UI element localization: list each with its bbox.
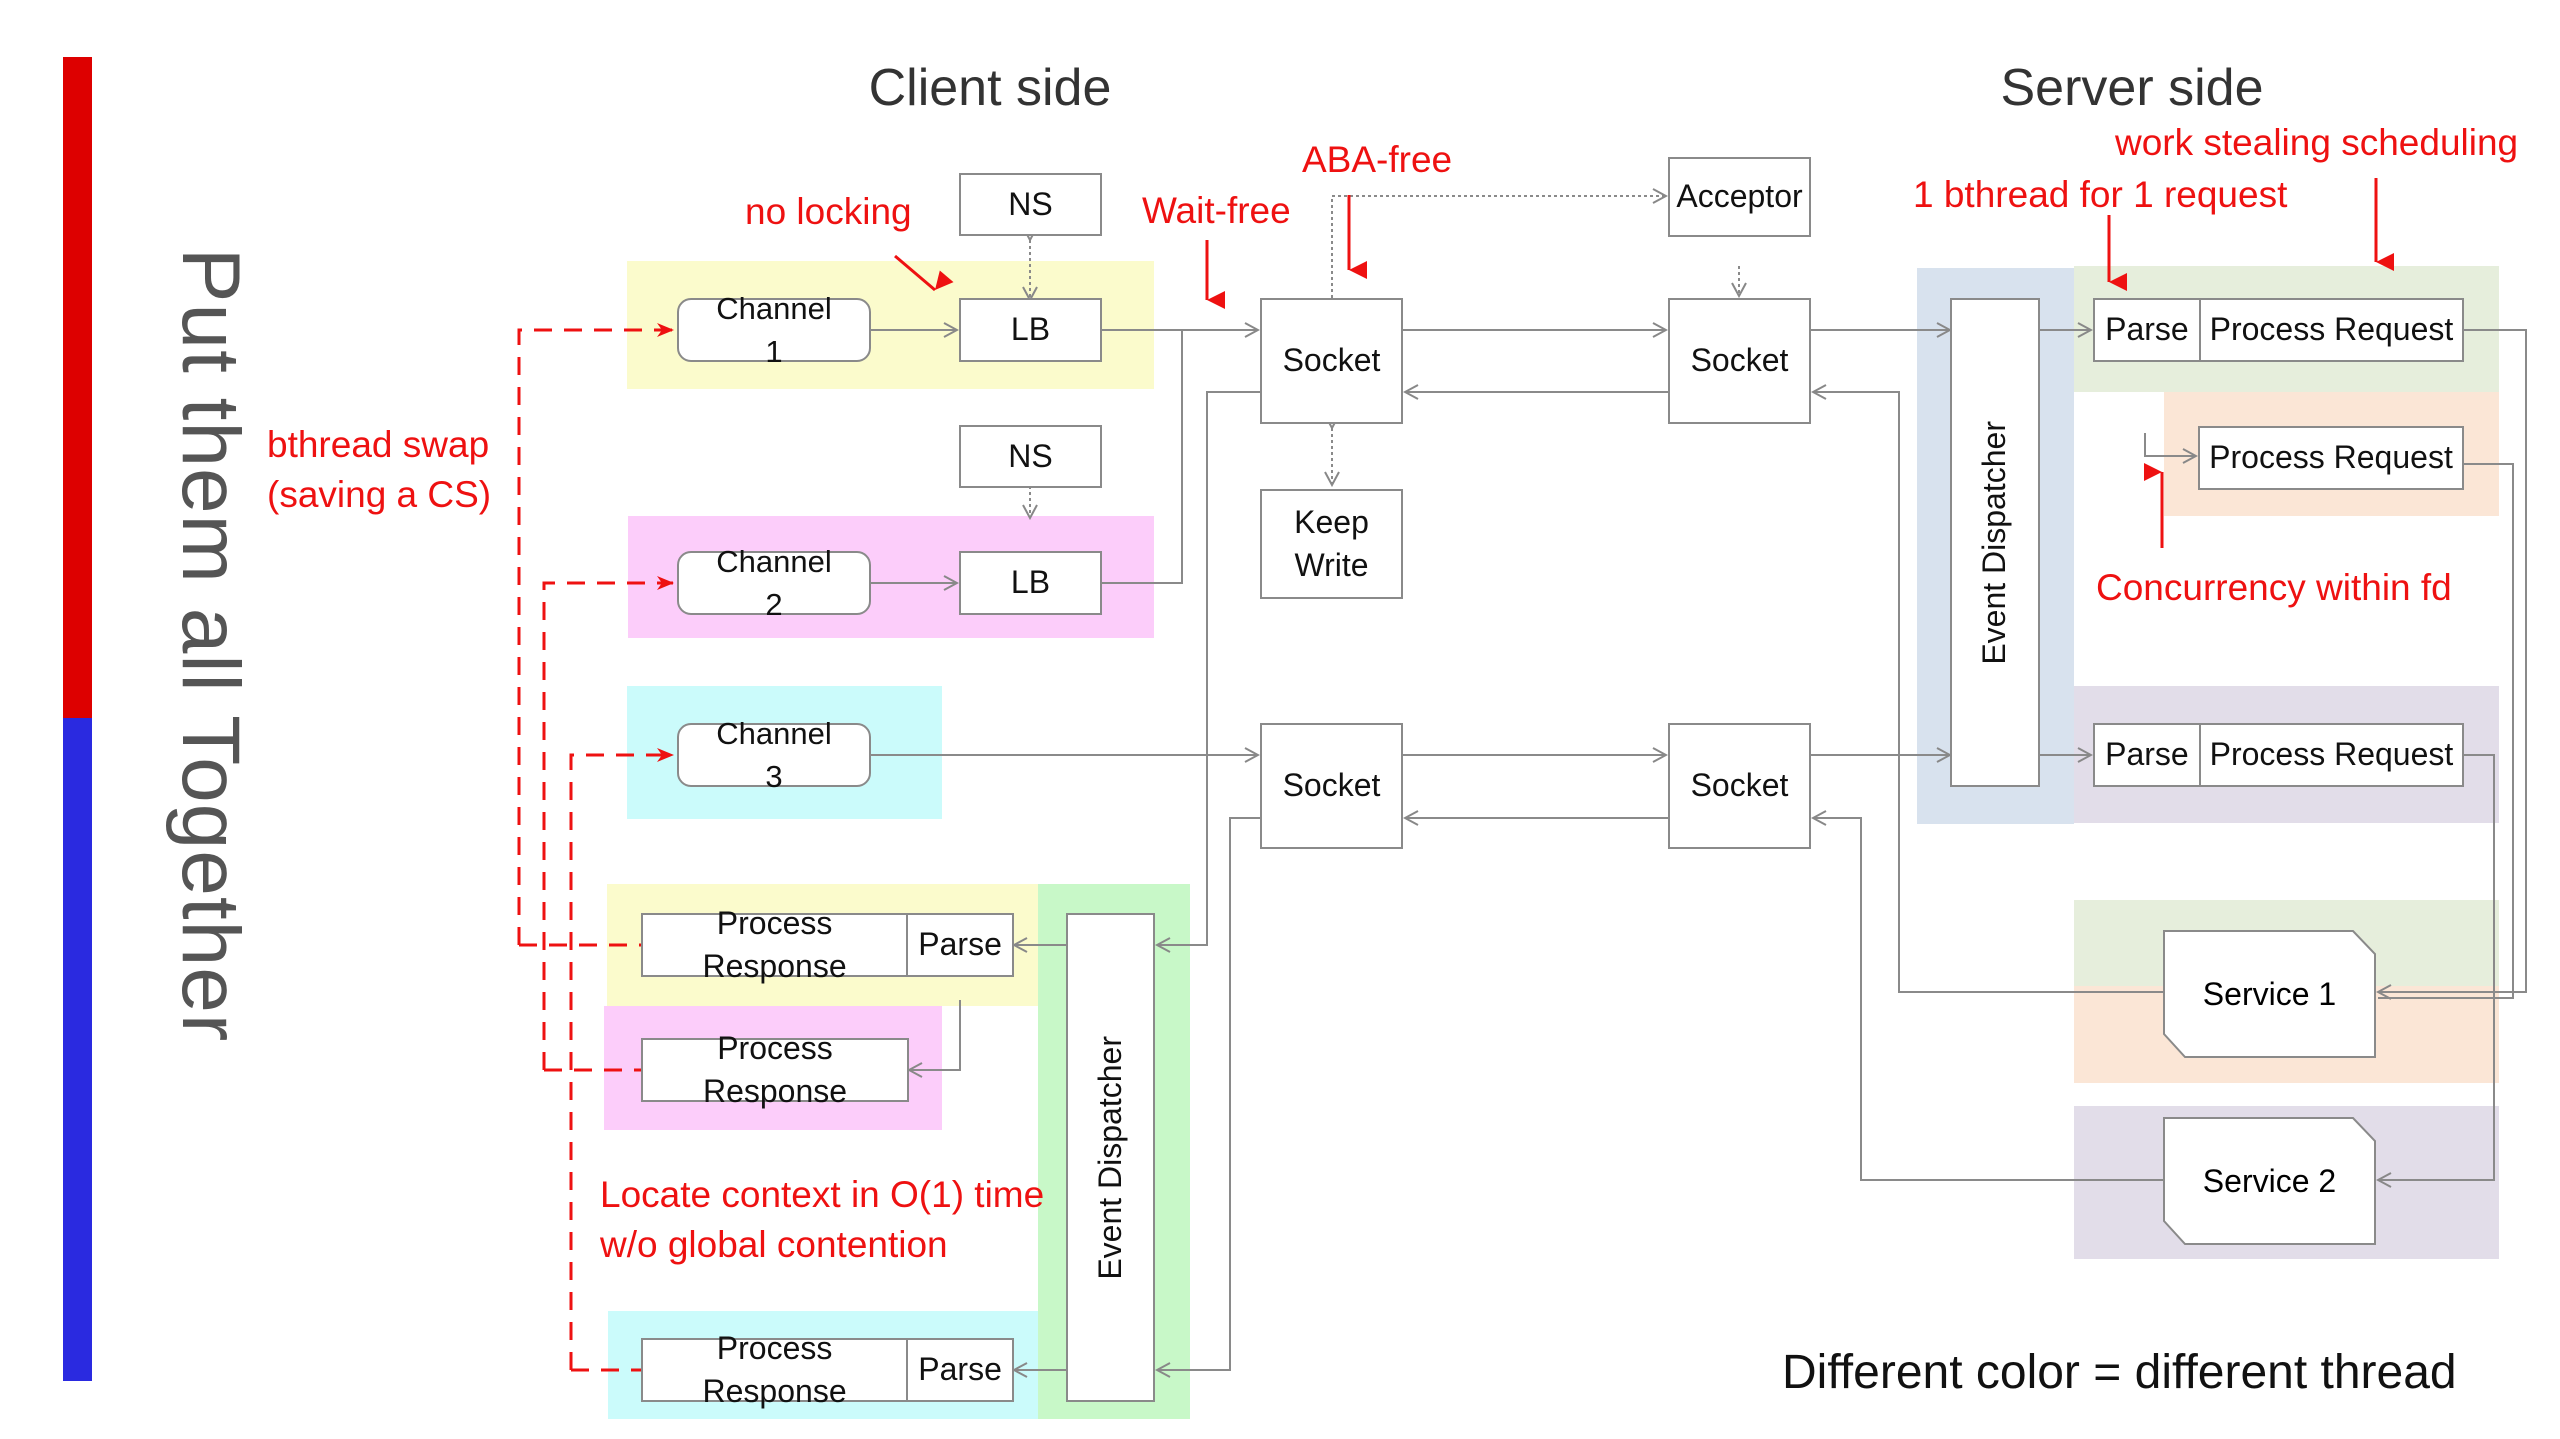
process-request-2: Process Request (2198, 426, 2464, 490)
note-bthread-swap: bthread swap (saving a CS) (267, 420, 491, 520)
channel-1-label: Channel (716, 290, 832, 326)
channel-3-number: 3 (765, 759, 783, 794)
server-side-title: Server side (2000, 59, 2264, 117)
server-event-dispatcher-label: Event Dispatcher (1976, 420, 2013, 665)
parse-request-1: Parse (2105, 311, 2189, 348)
line-pr1-service1 (2378, 329, 2527, 992)
note-work-stealing: work stealing scheduling (2115, 122, 2519, 163)
request-row-1: Parse Process Request (2093, 298, 2464, 362)
keep-write-line1: Keep (1294, 503, 1369, 540)
note-no-locking: no locking (745, 191, 912, 232)
socket-server-1: Socket (1668, 298, 1811, 424)
ns-1: NS (959, 173, 1102, 236)
client-event-dispatcher: Event Dispatcher (1066, 913, 1155, 1402)
note-locate-context-line1: Locate context in O(1) time (600, 1174, 1045, 1215)
server-event-dispatcher: Event Dispatcher (1950, 298, 2040, 787)
channel-3-label: Channel (716, 715, 832, 751)
note-concurrency: Concurrency within fd (2096, 567, 2452, 608)
service-1: Service 1 (2163, 930, 2376, 1058)
line-swap-ch1 (517, 323, 674, 945)
process-response-1: Process Response (702, 904, 847, 984)
process-request-1: Process Request (2198, 300, 2462, 360)
request-row-3: Parse Process Request (2093, 723, 2464, 787)
line-service1-socket2 (1813, 392, 2163, 993)
line-swap-ch3 (569, 748, 674, 1370)
legend-caption: Different color = different thread (1782, 1346, 2457, 1399)
line-lb2-socket (1102, 330, 1183, 584)
client-side-title: Client side (868, 59, 1112, 117)
line-pr3-service2 (2378, 754, 2495, 1180)
service-2-label: Service 2 (2202, 1162, 2337, 1199)
parse-response-3: Parse (906, 1340, 1012, 1400)
parse-response-1: Parse (906, 915, 1012, 975)
service-1-label: Service 1 (2202, 975, 2337, 1012)
parse-request-3: Parse (2105, 736, 2189, 773)
service-2: Service 2 (2163, 1117, 2376, 1245)
client-event-dispatcher-label: Event Dispatcher (1091, 1035, 1128, 1280)
line-pr2-service1 (2378, 463, 2514, 999)
socket-server-2: Socket (1668, 723, 1811, 849)
process-request-3: Process Request (2198, 725, 2462, 785)
channel-2: Channel 2 (677, 544, 871, 622)
process-response-2: Process Response (641, 1030, 909, 1109)
line-parse-pr-r2 (909, 1000, 961, 1070)
note-wait-free: Wait-free (1142, 190, 1291, 231)
note-locate-context: Locate context in O(1) time w/o global c… (600, 1170, 1044, 1270)
channel-2-label: Channel (716, 543, 832, 579)
arrow-no-locking (894, 254, 954, 292)
note-aba-free: ABA-free (1302, 139, 1453, 180)
keep-write-line2: Write (1294, 547, 1369, 583)
response-row-3: Process Response Parse (641, 1329, 1014, 1409)
line-socket-acceptor (1331, 196, 1666, 298)
note-bthread-swap-line2: (saving a CS) (267, 473, 492, 515)
channel-1: Channel 1 (677, 291, 871, 369)
socket-client-2: Socket (1260, 723, 1403, 849)
side-bar-red (63, 57, 92, 718)
service-1-shape (2163, 930, 2376, 1058)
acceptor: Acceptor (1668, 157, 1811, 237)
note-locate-context-line2: w/o global contention (600, 1223, 948, 1265)
note-bthread-swap-line1: bthread swap (267, 424, 490, 465)
response-row-1: Process Response Parse (641, 904, 1014, 984)
channel-1-number: 1 (765, 334, 783, 369)
ns-2: NS (959, 425, 1102, 488)
process-response-3: Process Response (702, 1329, 847, 1409)
lb-1: LB (959, 298, 1102, 362)
lb-2: LB (959, 551, 1102, 615)
channel-3: Channel 3 (677, 716, 871, 794)
line-swap-ch2 (542, 576, 674, 1070)
line-socket3-client-dispatcher (1157, 817, 1260, 1370)
line-service2-socket4 (1813, 818, 2163, 1181)
side-bar-blue (63, 718, 92, 1381)
channel-2-number: 2 (765, 587, 783, 622)
line-parse-pr2 (2144, 433, 2196, 456)
socket-client-1: Socket (1260, 298, 1403, 424)
line-socket1-client-dispatcher (1157, 391, 1260, 945)
service-2-shape (2163, 1117, 2376, 1245)
note-one-bthread: 1 bthread for 1 request (1913, 174, 2288, 215)
